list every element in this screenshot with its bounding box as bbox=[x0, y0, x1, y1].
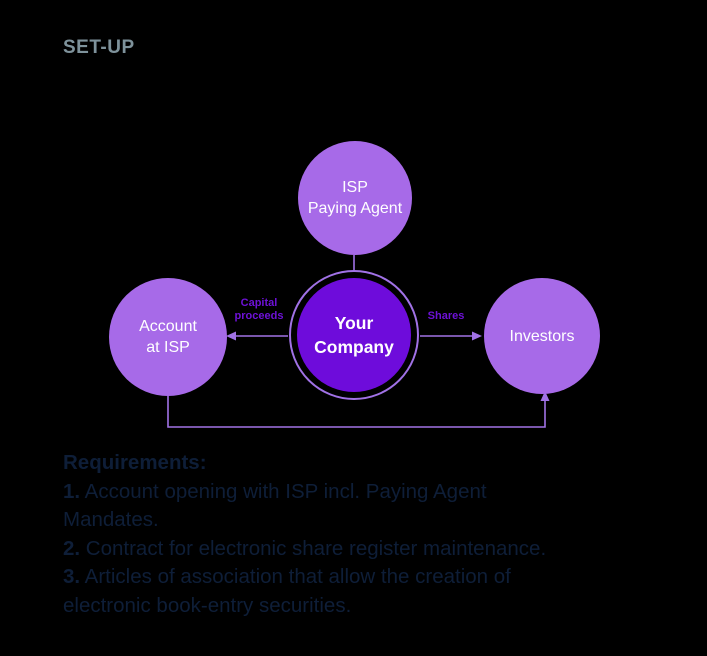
node-label-line: Your bbox=[334, 313, 374, 333]
node-your-company: Your Company bbox=[297, 278, 411, 392]
node-label-line: Account bbox=[139, 318, 197, 335]
node-your-company-label: Your Company bbox=[314, 311, 394, 359]
requirements-line: 1. Account opening with ISP incl. Paying… bbox=[63, 478, 643, 507]
node-investors: Investors bbox=[484, 278, 600, 394]
requirements-line-number: 3. bbox=[63, 565, 81, 589]
requirements-line-number: 2. bbox=[63, 536, 81, 560]
requirements-line-text: electronic book-entry securities. bbox=[63, 593, 352, 617]
edge-label-capital-proceeds: Capital proceeds bbox=[217, 297, 301, 323]
node-label-line: at ISP bbox=[146, 339, 190, 356]
requirements-line-text: Articles of association that allow the c… bbox=[80, 565, 511, 589]
node-isp-paying-agent: ISP Paying Agent bbox=[298, 141, 412, 255]
node-label-line: Paying Agent bbox=[307, 200, 403, 217]
requirements-block: Requirements: 1. Account opening with IS… bbox=[63, 449, 643, 621]
node-isp-paying-agent-label: ISP Paying Agent bbox=[308, 177, 402, 219]
page-title: SET-UP bbox=[63, 37, 135, 58]
node-label-line: ISP bbox=[342, 179, 368, 196]
requirements-line-text: Account opening with ISP incl. Paying Ag… bbox=[80, 479, 487, 503]
requirements-line: electronic book-entry securities. bbox=[63, 592, 643, 621]
node-account-at-isp-label: Account at ISP bbox=[139, 316, 197, 358]
edge-label-line: Capital bbox=[240, 297, 278, 309]
node-investors-label: Investors bbox=[510, 326, 575, 347]
requirements-line: 2. Contract for electronic share registe… bbox=[63, 535, 643, 564]
arrow-left-icon bbox=[226, 331, 236, 341]
requirements-line: Mandates. bbox=[63, 506, 643, 535]
node-account-at-isp: Account at ISP bbox=[109, 278, 227, 396]
connector-bottom-loop bbox=[167, 396, 546, 428]
requirements-line-text: Mandates. bbox=[63, 508, 159, 532]
node-label-line: Company bbox=[314, 337, 394, 357]
requirements-line-text: Contract for electronic share register m… bbox=[80, 536, 547, 560]
edge-label-shares: Shares bbox=[404, 310, 488, 323]
requirements-heading: Requirements: bbox=[63, 451, 207, 474]
edge-label-line: proceeds bbox=[234, 310, 284, 322]
arrow-right-icon bbox=[472, 331, 482, 341]
center-node-ring bbox=[289, 270, 419, 400]
edge-label-line: Shares bbox=[427, 310, 465, 322]
node-label-line: Investors bbox=[509, 327, 575, 345]
requirements-line: 3. Articles of association that allow th… bbox=[63, 563, 643, 592]
requirements-line-number: 1. bbox=[63, 479, 81, 503]
